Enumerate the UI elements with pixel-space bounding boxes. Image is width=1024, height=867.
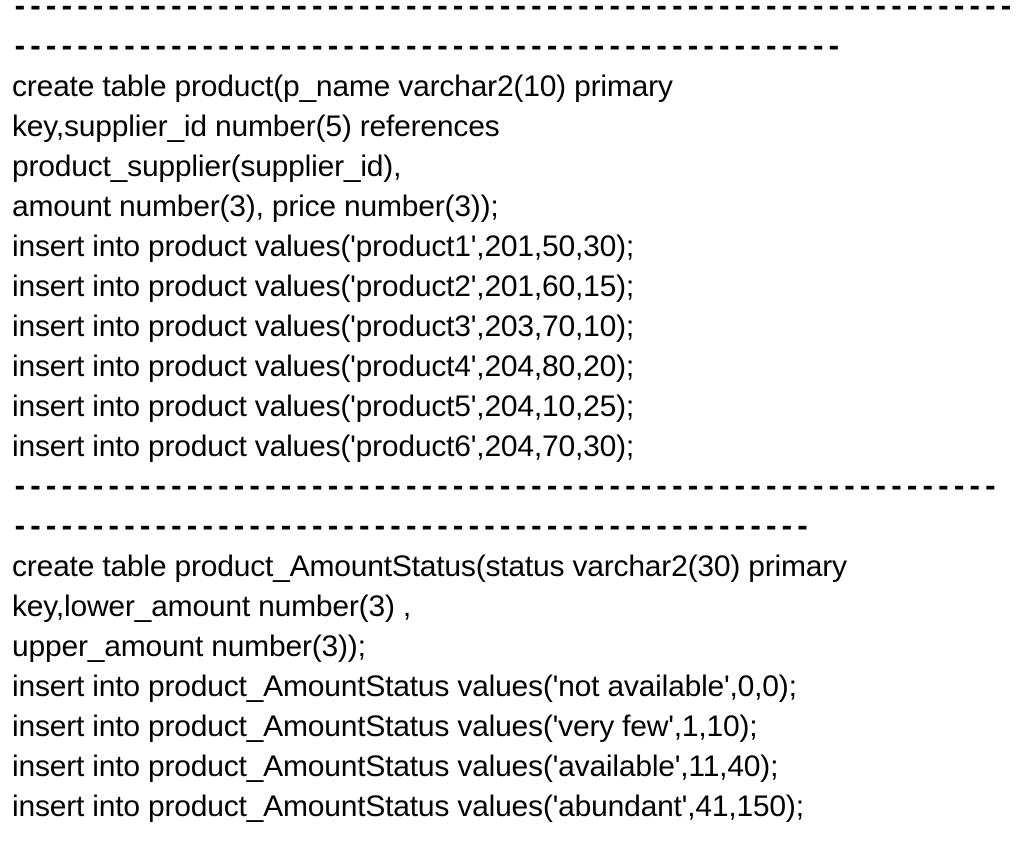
sql-insert-product-line: insert into product values('product3',20… — [12, 310, 635, 343]
sql-insert-product-line: insert into product values('product1',20… — [12, 230, 635, 263]
sql-insert-product-line: insert into product values('product6',20… — [12, 430, 635, 463]
sql-insert-amountstatus-line: insert into product_AmountStatus values(… — [12, 750, 779, 783]
sql-insert-amountstatus-line: insert into product_AmountStatus values(… — [12, 670, 797, 703]
separator-line: ----------------------------------------… — [12, 0, 1014, 22]
sql-create-product-line: product_supplier(supplier_id), — [12, 150, 402, 183]
sql-create-amountstatus-line: upper_amount number(3)); — [12, 630, 366, 663]
sql-create-product-line: key,supplier_id number(5) references — [12, 110, 500, 143]
sql-insert-amountstatus-line: insert into product_AmountStatus values(… — [12, 790, 804, 823]
separator-line: ----------------------------------------… — [12, 472, 999, 502]
separator-line: ----------------------------------------… — [12, 512, 811, 542]
sql-insert-product-line: insert into product values('product2',20… — [12, 270, 635, 303]
sql-create-amountstatus-line: key,lower_amount number(3) , — [12, 590, 412, 623]
sql-create-amountstatus-line: create table product_AmountStatus(status… — [12, 550, 847, 583]
sql-insert-product-line: insert into product values('product4',20… — [12, 350, 635, 383]
sql-script-text: ----------------------------------------… — [12, 0, 1014, 823]
sql-create-product-line: amount number(3), price number(3)); — [12, 190, 499, 223]
sql-create-product-line: create table product(p_name varchar2(10)… — [12, 70, 673, 103]
sql-insert-product-line: insert into product values('product5',20… — [12, 390, 635, 423]
separator-line: ----------------------------------------… — [12, 32, 842, 62]
sql-insert-amountstatus-line: insert into product_AmountStatus values(… — [12, 710, 758, 743]
